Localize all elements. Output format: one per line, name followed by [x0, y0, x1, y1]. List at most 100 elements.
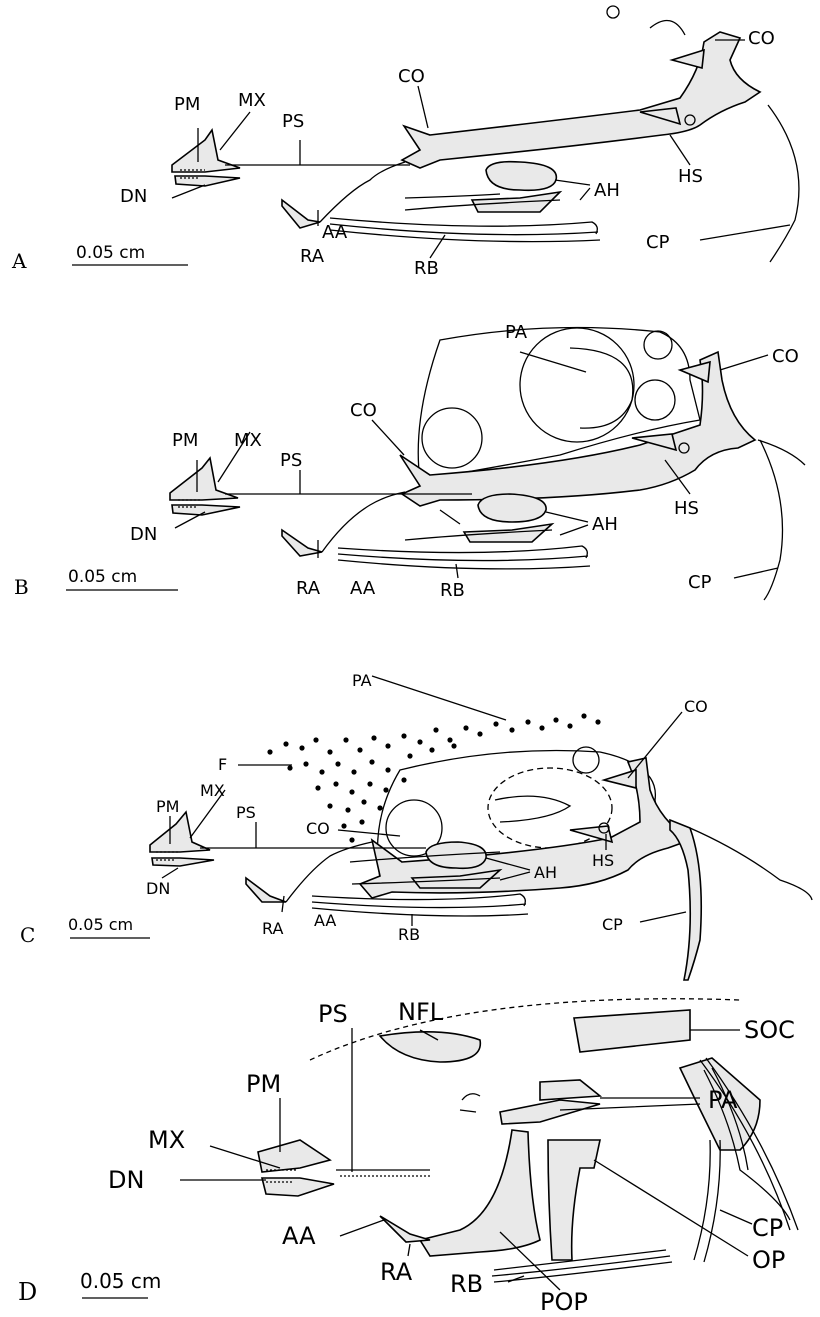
d-label-aa: AA: [282, 1222, 316, 1250]
b-label-dn: DN: [130, 524, 157, 545]
b-label-mx: MX: [234, 430, 262, 451]
b-co2-leader: [720, 355, 768, 370]
c-label-mx: MX: [200, 781, 225, 800]
a-co-upper: [672, 50, 704, 68]
panel-a: PM MX PS CO CO HS AH DN RA AA RB CP A 0.…: [11, 6, 799, 279]
d-label-pop: POP: [540, 1288, 588, 1316]
c-panel-letter: C: [20, 923, 35, 947]
b-rb-leader: [456, 564, 458, 578]
a-label-pm: PM: [174, 94, 200, 115]
a-label-ra: RA: [300, 246, 325, 267]
b-aa-bone: [282, 530, 322, 556]
b-rb-rays: [338, 546, 590, 569]
d-cp-leader: [720, 1210, 752, 1224]
d-op-leader: [594, 1160, 748, 1256]
a-label-co2: CO: [748, 28, 775, 49]
d-ra-leader: [408, 1244, 410, 1256]
c-label-hs: HS: [592, 851, 614, 870]
b-eye-rim: [570, 348, 633, 428]
c-pa-leader: [372, 676, 506, 720]
d-label-ps: PS: [318, 1000, 348, 1028]
b-aa-link: [322, 492, 405, 552]
a-label-hs: HS: [678, 166, 703, 187]
d-label-nfl: NFL: [398, 998, 444, 1026]
a-ps-leader: [225, 140, 410, 165]
a-ah-bone: [486, 162, 556, 191]
a-ah-leader: [555, 180, 590, 200]
b-cp-curve: [758, 440, 805, 600]
d-label-rb: RB: [450, 1270, 483, 1298]
d-op-edge: [694, 1140, 720, 1262]
b-scale-label: 0.05 cm: [68, 567, 137, 587]
a-cranium-bone: [402, 32, 760, 168]
c-label-aa: AA: [314, 911, 336, 930]
d-panel-letter: D: [18, 1278, 37, 1306]
b-label-aa: AA: [350, 578, 376, 599]
c-label-ps: PS: [236, 803, 256, 822]
c-label-ah: AH: [534, 863, 557, 882]
c-cp-tail: [690, 828, 812, 900]
c-label-co2: CO: [684, 697, 708, 716]
panel-b: PA CO CO PM MX PS DN HS AH RA AA RB CP B…: [14, 322, 805, 601]
b-label-rb: RB: [440, 580, 465, 601]
c-label-pm: PM: [156, 797, 179, 816]
d-label-ra: RA: [380, 1258, 413, 1286]
c-dn-leader: [162, 868, 178, 878]
d-scale-label: 0.05 cm: [80, 1269, 161, 1293]
d-label-op: OP: [752, 1246, 785, 1274]
a-label-rb: RB: [414, 258, 439, 279]
c-co2-leader: [628, 712, 682, 778]
c-label-cp: CP: [602, 915, 623, 934]
c-co-upper: [604, 770, 636, 788]
a-scale-label: 0.05 cm: [76, 243, 145, 263]
d-pa-bone-2: [500, 1100, 600, 1124]
b-label-pa: PA: [505, 322, 528, 343]
b-label-co1: CO: [350, 400, 377, 421]
c-scale-label: 0.05 cm: [68, 915, 133, 934]
b-pa-ring: [644, 331, 672, 359]
a-aa-bone: [282, 200, 320, 228]
c-cp-leader: [640, 912, 686, 922]
a-cp-curve: [768, 105, 799, 262]
a-label-aa: AA: [322, 222, 348, 243]
d-upper-jaw: [258, 1140, 330, 1172]
d-label-pa: PA: [708, 1086, 738, 1114]
b-small-eye: [635, 380, 675, 420]
c-eye-crease: [495, 796, 570, 822]
c-label-rb: RB: [398, 925, 420, 944]
c-label-dn: DN: [146, 879, 170, 898]
b-eye: [520, 328, 634, 442]
c-cranium-bone: [360, 758, 690, 898]
a-label-mx: MX: [238, 90, 266, 111]
a-hs-leader: [670, 135, 690, 165]
c-label-pa: PA: [352, 671, 372, 690]
a-upper-jaw: [172, 130, 240, 172]
d-op-bone: [548, 1140, 600, 1260]
d-label-dn: DN: [108, 1166, 144, 1194]
b-label-ps: PS: [280, 450, 302, 471]
a-label-dn: DN: [120, 186, 147, 207]
b-pa-leader: [520, 352, 586, 372]
c-label-f: F: [218, 755, 227, 774]
a-hook-stroke: [650, 20, 685, 35]
a-rb-rays: [330, 218, 600, 242]
b-label-ah: AH: [592, 514, 618, 535]
a-aa-link: [320, 162, 405, 222]
d-pop-bone: [420, 1130, 540, 1256]
a-label-ps: PS: [282, 111, 304, 132]
b-label-pm: PM: [172, 430, 198, 451]
c-lower-jaw: [152, 858, 214, 866]
c-aa-link: [286, 842, 372, 902]
d-pa-bone-1: [540, 1080, 600, 1100]
b-co1-leader: [372, 420, 404, 455]
a-mx-leader: [220, 112, 250, 150]
d-orbital-marks: [460, 1094, 480, 1112]
a-label-ah: AH: [594, 180, 620, 201]
b-label-cp: CP: [688, 572, 712, 593]
b-label-ra: RA: [296, 578, 321, 599]
a-ring-mark: [607, 6, 619, 18]
d-label-soc: SOC: [744, 1016, 795, 1044]
a-label-cp: CP: [646, 232, 670, 253]
b-co-upper: [680, 362, 710, 382]
